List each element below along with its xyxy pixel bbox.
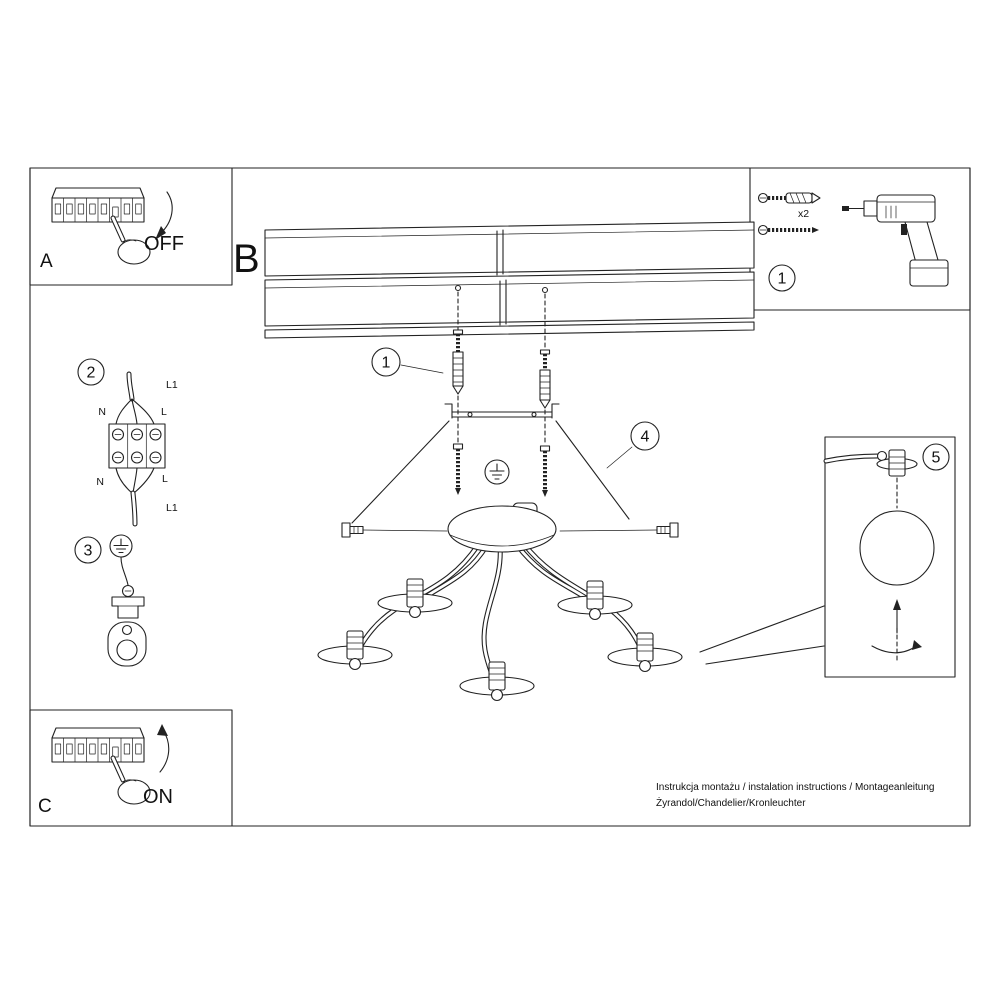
wire-label-n-bottom: N [96,476,104,488]
arrow-down-icon [155,191,173,240]
ceiling-canopy [447,505,557,553]
footer-text: Instrukcja montażu / instalation instruc… [656,782,935,809]
footer-line-2: Żyrandol/Chandelier/Kronleuchter [656,796,806,809]
bulb-detail-box [823,436,956,678]
wire-label-n-top: N [98,406,106,418]
earth-symbol-icon [484,459,510,485]
ground-lug [107,621,147,667]
ceiling-panels [264,221,755,339]
mounting-bracket [444,403,560,419]
screw-icon [757,224,819,236]
panel-power-on: C ON [29,709,233,827]
panel-a-frame [29,167,233,286]
rotate-arrow-icon [871,627,922,663]
step5-pointer-lines [699,605,825,665]
svg-text:5: 5 [932,450,941,467]
lamp-socket [377,578,453,619]
lamp-socket [607,632,683,673]
panel-c-frame [29,709,233,827]
panel-a-label: A [40,251,53,272]
drill-icon [842,194,949,287]
wire-label-l-bottom: L [162,473,168,485]
lamp-socket [557,580,633,621]
glass-globe [859,510,935,586]
drill-hole [541,286,549,294]
svg-text:2: 2 [87,365,96,382]
ground-connection-diagram: 3 [74,534,147,667]
sheet-border [29,167,971,827]
ground-clamp [111,584,145,619]
step-4-badge: 4 [630,421,660,451]
anchor-quantity-label: x2 [798,208,809,220]
wall-anchor-with-screw-icon [757,192,821,204]
wire-label-l1-bottom: L1 [166,502,178,514]
breaker-panel-illustration [52,728,150,804]
lamp-socket [459,661,535,702]
svg-text:1: 1 [778,271,787,288]
step-1-badge-tools: 1 [768,264,796,292]
step-1-badge: 1 [371,347,444,377]
switch-off-label: OFF [144,233,184,255]
wall-plugs [452,291,551,445]
arrow-up-icon [157,724,170,773]
breaker-panel-illustration [52,188,150,264]
wire-label-l1-top: L1 [166,379,178,391]
earth-screw-icon [109,534,133,558]
side-bolt-left [341,522,448,538]
drill-hole [454,284,462,292]
panel-power-off: A OFF [29,167,233,286]
tools-panel: x2 1 [749,167,971,311]
switch-on-label: ON [143,786,173,808]
chandelier [317,502,683,702]
step-3-badge: 3 [74,536,102,564]
footer-line-1: Instrukcja montażu / instalation instruc… [656,782,935,793]
step-2-badge: 2 [77,358,105,386]
svg-text:3: 3 [84,543,93,560]
lamp-socket [317,630,393,671]
svg-text:4: 4 [641,429,650,446]
canopy-screws [452,443,551,497]
wire-label-l-top: L [161,406,167,418]
terminal-block-diagram: 2 L1 N L N L L1 [77,358,178,527]
assembly-guide-lines [351,420,633,524]
section-b-label: B [233,237,260,281]
step-5-badge: 5 [922,443,950,471]
side-bolt-right [559,522,679,538]
svg-text:1: 1 [382,355,391,372]
panel-c-label: C [38,796,52,817]
